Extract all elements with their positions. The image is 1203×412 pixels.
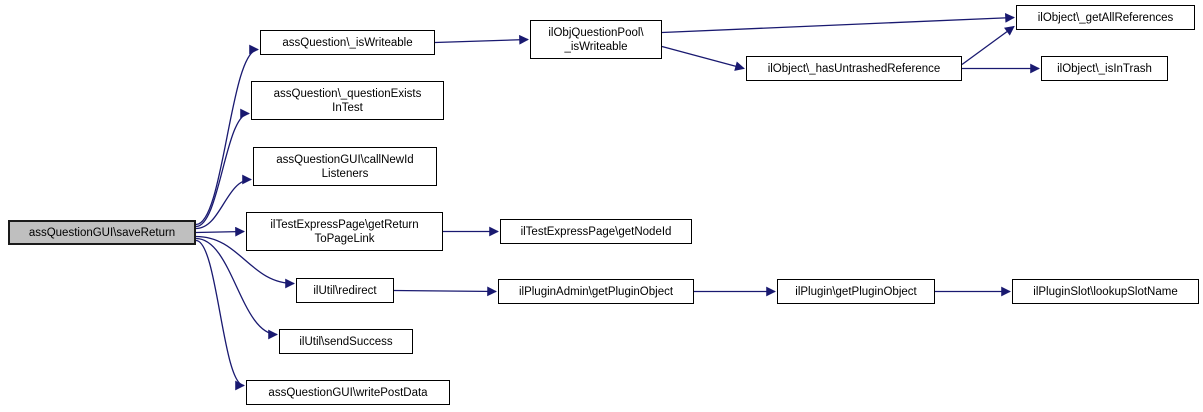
node-hasUntrashedReference[interactable]: ilObject\_hasUntrashedReference (746, 56, 962, 81)
edge-saveReturn-callNewIdListeners (195, 174, 252, 230)
edge-saveReturn-isWriteable (195, 44, 259, 226)
node-redirect[interactable]: ilUtil\redirect (296, 278, 394, 303)
node-getNodeId[interactable]: ilTestExpressPage\getNodeId (500, 219, 692, 244)
edge-isWriteable-poolIsWriteable (434, 34, 529, 45)
edge-saveReturn-writePostData (195, 239, 245, 391)
node-sendSuccess[interactable]: ilUtil\sendSuccess (279, 329, 413, 354)
edge-saveReturn-sendSuccess (195, 237, 278, 340)
node-writePostData[interactable]: assQuestionGUI\writePostData (246, 380, 450, 405)
edge-saveReturn-getReturnToPageLink (195, 226, 245, 237)
edge-saveReturn-redirect (195, 235, 295, 289)
node-questionExistsInTest[interactable]: assQuestion\_questionExists InTest (251, 81, 444, 120)
edge-poolIsWriteable-getAllReferences (661, 13, 1015, 34)
node-callNewIdListeners[interactable]: assQuestionGUI\callNewId Listeners (253, 147, 437, 186)
node-getPluginObjectAdmin[interactable]: ilPluginAdmin\getPluginObject (498, 279, 694, 304)
node-lookupSlotName[interactable]: ilPluginSlot\lookupSlotName (1012, 279, 1199, 304)
edge-poolIsWriteable-hasUntrashedReference (661, 45, 745, 71)
node-poolIsWriteable[interactable]: ilObjQuestionPool\ _isWriteable (530, 20, 662, 59)
node-getAllReferences[interactable]: ilObject\_getAllReferences (1016, 5, 1195, 30)
node-saveReturn: assQuestionGUI\saveReturn (8, 220, 196, 245)
node-isWriteable[interactable]: assQuestion\_isWriteable (260, 30, 435, 55)
node-isInTrash[interactable]: ilObject\_isInTrash (1041, 56, 1168, 81)
edge-redirect-getPluginObjectAdmin (393, 286, 497, 297)
edge-hasUntrashedReference-getAllReferences (961, 25, 1015, 66)
node-getReturnToPageLink[interactable]: ilTestExpressPage\getReturn ToPageLink (246, 212, 443, 251)
node-getPluginObject[interactable]: ilPlugin\getPluginObject (777, 279, 935, 304)
edge-saveReturn-questionExistsInTest (195, 108, 250, 228)
